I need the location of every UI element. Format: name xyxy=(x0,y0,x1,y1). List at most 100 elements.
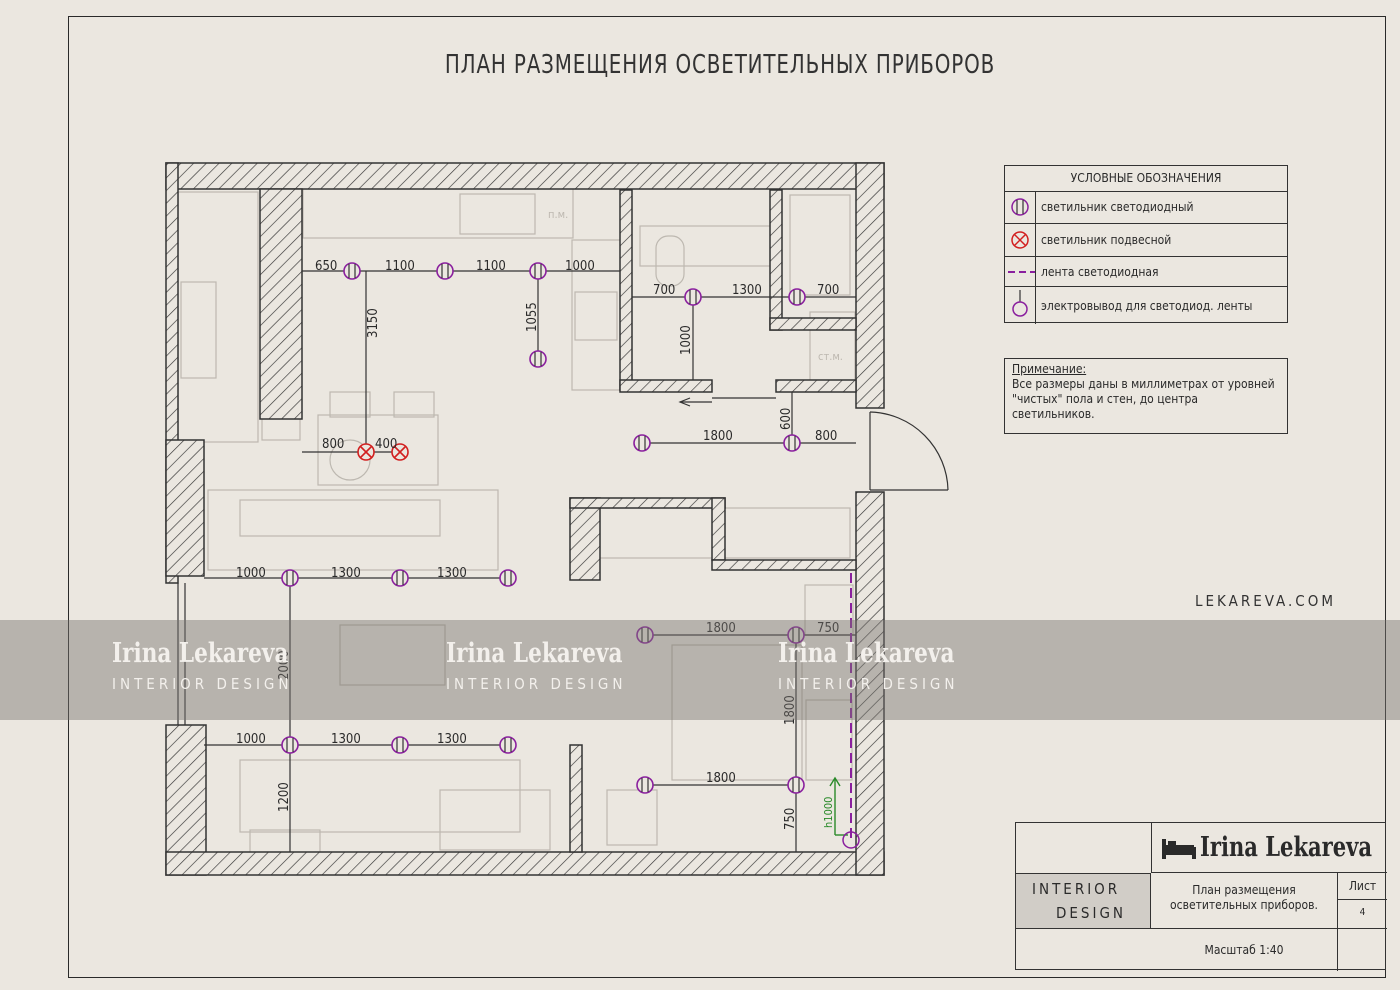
watermark-sub: INTERIOR DESIGN xyxy=(112,675,293,693)
legend-table: УСЛОВНЫЕ ОБОЗНАЧЕНИЯ светильник светодио… xyxy=(1004,165,1288,324)
led-spot-icon xyxy=(391,569,409,587)
led-spot-icon xyxy=(529,262,547,280)
led-spot-icon xyxy=(436,262,454,280)
fixtures xyxy=(281,262,806,794)
outlet-marker xyxy=(829,776,848,836)
dim-label: 1100 xyxy=(476,259,506,274)
stamp-brand: Irina Lekareva xyxy=(1151,823,1387,873)
legend-row-strip: лента светодиодная xyxy=(1005,257,1287,287)
sheet-number: 4 xyxy=(1359,907,1366,918)
dim-label: 700 xyxy=(653,283,675,298)
pendant-icon xyxy=(391,443,409,461)
dim-label: 1000 xyxy=(679,325,694,355)
dim-label: 1800 xyxy=(706,771,736,786)
stamp-scale: Масштаб 1:40 xyxy=(1204,943,1284,957)
stamp-id: INTERIOR DESIGN xyxy=(1016,873,1151,929)
led-spot-icon xyxy=(343,262,361,280)
dim-label: 1300 xyxy=(331,566,361,581)
led-spot-icon xyxy=(391,736,409,754)
room-label-stm: ст.м. xyxy=(818,350,843,363)
watermark-sub: INTERIOR DESIGN xyxy=(778,675,959,693)
led-spot-icon xyxy=(499,569,517,587)
led-spot-icon xyxy=(529,350,547,368)
led-spot-icon xyxy=(787,776,805,794)
drawing-frame xyxy=(68,16,1386,978)
legend-label: электровывод для светодиод. ленты xyxy=(1041,298,1253,313)
dim-label: 3150 xyxy=(366,308,381,338)
dim-label: 2000 xyxy=(277,650,292,680)
pendant-icon xyxy=(1005,224,1036,256)
legend-header: УСЛОВНЫЕ ОБОЗНАЧЕНИЯ xyxy=(1005,166,1287,192)
dim-label: 1300 xyxy=(732,283,762,298)
dim-label: 600 xyxy=(779,408,794,430)
dim-label: 1000 xyxy=(236,566,266,581)
note-text: Все размеры даны в миллиметрах от уровне… xyxy=(1012,377,1275,421)
legend-row-led: светильник светодиодный xyxy=(1005,191,1287,224)
dim-label: 1300 xyxy=(437,732,467,747)
bed-logo-icon xyxy=(1162,839,1196,859)
outlet-height-label: h1000 xyxy=(822,797,835,828)
dim-label: 1100 xyxy=(385,259,415,274)
stamp-description: План размещения осветительных приборов. xyxy=(1151,873,1337,929)
dim-label: 1000 xyxy=(236,732,266,747)
watermark-logo: Irina Lekareva xyxy=(112,638,289,669)
led-spot-icon xyxy=(783,434,801,452)
outlet-icon xyxy=(842,831,860,849)
led-spot-icon xyxy=(499,736,517,754)
led-strip-icon xyxy=(1005,257,1036,286)
watermark: Irina Lekareva INTERIOR DESIGN xyxy=(112,638,333,693)
dim-label: 750 xyxy=(817,621,839,636)
led-spot-icon xyxy=(281,569,299,587)
led-spot-icon xyxy=(788,288,806,306)
note-box: Примечание: Все размеры даны в миллиметр… xyxy=(1004,358,1288,434)
walls xyxy=(165,162,885,876)
page-title: ПЛАН РАЗМЕЩЕНИЯ ОСВЕТИТЕЛЬНЫХ ПРИБОРОВ xyxy=(444,50,996,80)
dim-label: 650 xyxy=(315,259,337,274)
led-spot-icon xyxy=(636,626,654,644)
watermark-logo: Irina Lekareva xyxy=(446,638,623,669)
dim-label: 1200 xyxy=(277,782,292,812)
sheet-label: Лист xyxy=(1338,873,1387,900)
watermark: Irina Lekareva INTERIOR DESIGN xyxy=(778,638,999,693)
dim-label: 700 xyxy=(817,283,839,298)
legend-label: светильник подвесной xyxy=(1041,233,1172,247)
outlet-icon xyxy=(1005,287,1036,324)
stamp-blank xyxy=(1337,929,1387,971)
legend-label: светильник светодиодный xyxy=(1041,200,1194,214)
watermark: Irina Lekareva INTERIOR DESIGN xyxy=(446,638,667,693)
dim-label: 1000 xyxy=(565,259,595,274)
dim-label: 400 xyxy=(375,437,397,452)
stamp-id-line1: INTERIOR xyxy=(1032,880,1121,898)
stamp-logo: Irina Lekareva xyxy=(1200,832,1373,863)
stamp-id-line2: DESIGN xyxy=(1056,904,1127,922)
watermark-band xyxy=(0,620,1400,720)
dim-label: 1800 xyxy=(703,429,733,444)
dim-label: 1055 xyxy=(525,302,540,332)
watermark-sub: INTERIOR DESIGN xyxy=(446,675,627,693)
legend-row-pendant: светильник подвесной xyxy=(1005,224,1287,257)
dim-label: 1800 xyxy=(706,621,736,636)
title-block: Irina Lekareva INTERIOR DESIGN План разм… xyxy=(1015,822,1387,971)
dim-label: 800 xyxy=(815,429,837,444)
dim-label: 1800 xyxy=(783,695,798,725)
dim-label: 750 xyxy=(783,808,798,830)
pendant-icon xyxy=(357,443,375,461)
dim-label: 800 xyxy=(322,437,344,452)
led-spot-icon xyxy=(633,434,651,452)
legend-label: лента светодиодная xyxy=(1041,264,1159,279)
led-spot-icon xyxy=(281,736,299,754)
dimension-lines xyxy=(204,270,856,852)
led-spot-icon xyxy=(636,776,654,794)
legend-row-outlet: электровывод для светодиод. ленты xyxy=(1005,287,1287,324)
led-spot-icon xyxy=(1005,191,1036,223)
note-title: Примечание: xyxy=(1012,362,1087,376)
openings xyxy=(177,397,949,725)
dim-label: 1300 xyxy=(331,732,361,747)
dim-label: 1300 xyxy=(437,566,467,581)
site-url[interactable]: LEKAREVA.COM xyxy=(1195,592,1336,610)
room-label-pm: п.м. xyxy=(548,208,568,221)
dimension-labels: 650 1100 1100 1000 3150 1055 700 1300 70… xyxy=(236,208,843,830)
watermark-logo: Irina Lekareva xyxy=(778,638,955,669)
led-spot-icon xyxy=(787,626,805,644)
